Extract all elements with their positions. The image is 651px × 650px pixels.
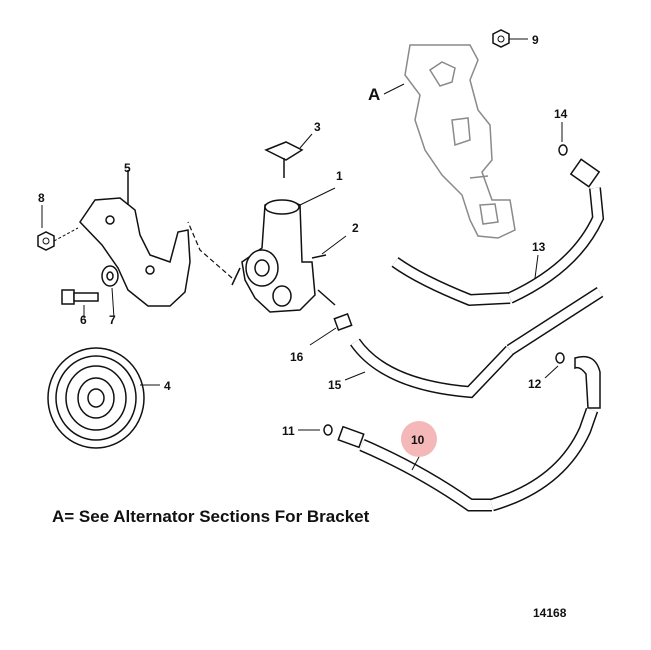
part-15-hose (344, 286, 604, 399)
alternator-bracket (404, 44, 516, 239)
figure-id: 14168 (533, 606, 567, 620)
part-4-pulley (47, 347, 160, 449)
part-10-hose (337, 407, 599, 512)
callout-14: 14 (554, 107, 568, 121)
part-9-nut (492, 29, 528, 48)
callout-4: 4 (164, 379, 171, 393)
callout-13: 13 (532, 240, 546, 254)
part-8-nut (37, 205, 79, 251)
callout-5: 5 (124, 161, 131, 175)
callout-3: 3 (314, 120, 321, 134)
part-5-bracket (79, 170, 191, 307)
part-1-pump (187, 187, 336, 313)
callout-16: 16 (290, 350, 304, 364)
part-13-hose (391, 187, 605, 307)
part-12-fitting (544, 352, 601, 409)
footnote-alternator-bracket: A= See Alternator Sections For Bracket (52, 507, 370, 526)
callout-8: 8 (38, 191, 45, 205)
callout-10-leader (411, 456, 420, 471)
callout-15: 15 (328, 378, 342, 392)
callout-2: 2 (352, 221, 359, 235)
callout-6: 6 (80, 313, 87, 327)
highlight-callout-10 (401, 421, 437, 457)
part-11-oring (298, 424, 333, 436)
callout-12: 12 (528, 377, 542, 391)
callout-9: 9 (532, 33, 539, 47)
part-6-bolt (61, 289, 99, 318)
part-14-fitting (558, 122, 601, 188)
section-letter-a: A (368, 85, 380, 104)
section-a-leader (383, 83, 405, 95)
callout-7: 7 (109, 313, 116, 327)
callout-1: 1 (336, 169, 343, 183)
callout-11: 11 (282, 424, 295, 438)
part-2-fitting (321, 235, 347, 255)
callout-10: 10 (411, 433, 425, 447)
part-7-washer (101, 265, 119, 319)
part-3-cap (264, 133, 313, 178)
part-16-fitting (309, 313, 353, 346)
